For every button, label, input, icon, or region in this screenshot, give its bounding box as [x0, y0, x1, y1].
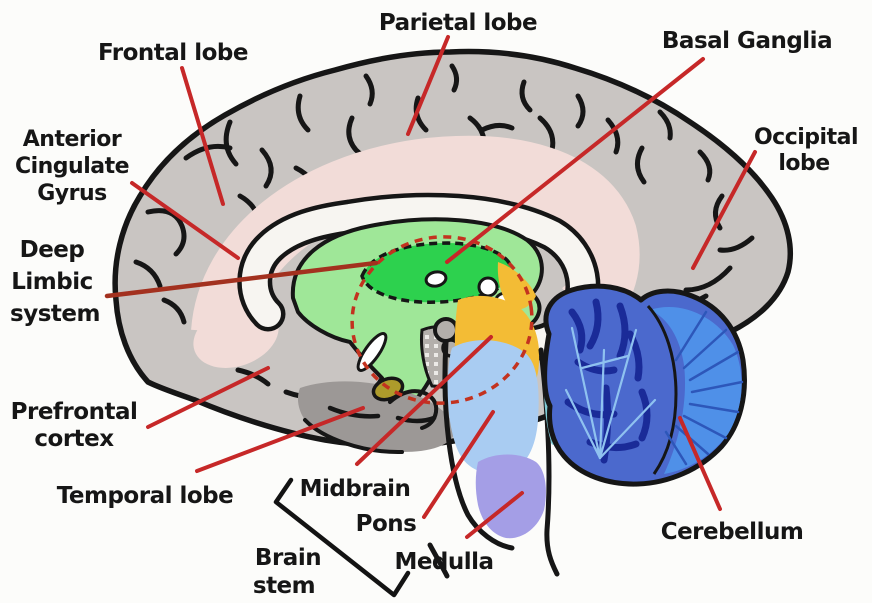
label-occipital-lobe-line1: Occipital [754, 125, 858, 150]
label-frontal-lobe: Frontal lobe [98, 40, 248, 66]
label-occipital-lobe-line2: lobe [778, 151, 829, 176]
brain-stem-bracket [273, 477, 411, 598]
brainstem-outline-lower-left [427, 542, 450, 579]
label-midbrain: Midbrain [300, 476, 411, 502]
midbrain-upper-sliver [497, 262, 536, 310]
label-basal-ganglia: Basal Ganglia [662, 28, 832, 54]
label-brain-stem-line2: stem [253, 573, 315, 599]
occipital-lobe-leader-line [691, 150, 757, 270]
midbrain-leader-line [355, 335, 493, 466]
label-parietal-lobe: Parietal lobe [379, 10, 537, 36]
label-cerebellum: Cerebellum [661, 519, 804, 545]
label-brain-stem-line1: Brain [255, 545, 321, 571]
label-anterior-cingulate-line2: Cingulate [15, 154, 129, 179]
label-pons: Pons [356, 511, 417, 537]
temporal-sulci-strokes [327, 405, 437, 424]
anterior-cingulate-leader-line [130, 181, 240, 260]
medulla-leader-line [465, 491, 524, 539]
cerebellum-arbor-veins [564, 326, 657, 460]
label-deep-limbic-line3: system [10, 301, 100, 327]
parietal-lobe-leader-line [406, 35, 450, 136]
label-anterior-cingulate-line3: Gyrus [37, 181, 107, 206]
basal-ganglia-leader-line [445, 57, 705, 264]
pons-leader-line [422, 410, 495, 519]
label-deep-limbic-line1: Deep [20, 237, 85, 263]
cerebellum-leader-line [678, 416, 722, 511]
deep-limbic-leader-line [104, 260, 379, 299]
limbic-dashed-ellipse [350, 235, 534, 405]
fornix-white-sliver [356, 332, 388, 372]
frontal-lobe-leader-line [180, 66, 225, 206]
label-prefrontal-cortex-line1: Prefrontal [11, 399, 138, 425]
hippocampus-curl [388, 389, 439, 430]
label-medulla: Medulla [394, 549, 493, 575]
leader-lines [104, 35, 757, 539]
interthalamic-white-dot [424, 270, 448, 288]
pons-shape [447, 340, 539, 475]
label-prefrontal-cortex-line2: cortex [34, 426, 114, 452]
cerebellum-lobe-divider [646, 304, 678, 475]
label-deep-limbic-line2: Limbic [11, 269, 93, 295]
brainstem-outline-left [442, 339, 515, 551]
temporal-lobe-leader-line [195, 406, 365, 473]
prefrontal-cortex-leader-line [146, 366, 270, 429]
label-temporal-lobe: Temporal lobe [57, 483, 233, 509]
label-anterior-cingulate-line1: Anterior [23, 127, 122, 152]
cerebellum-fan-rays [664, 310, 744, 466]
